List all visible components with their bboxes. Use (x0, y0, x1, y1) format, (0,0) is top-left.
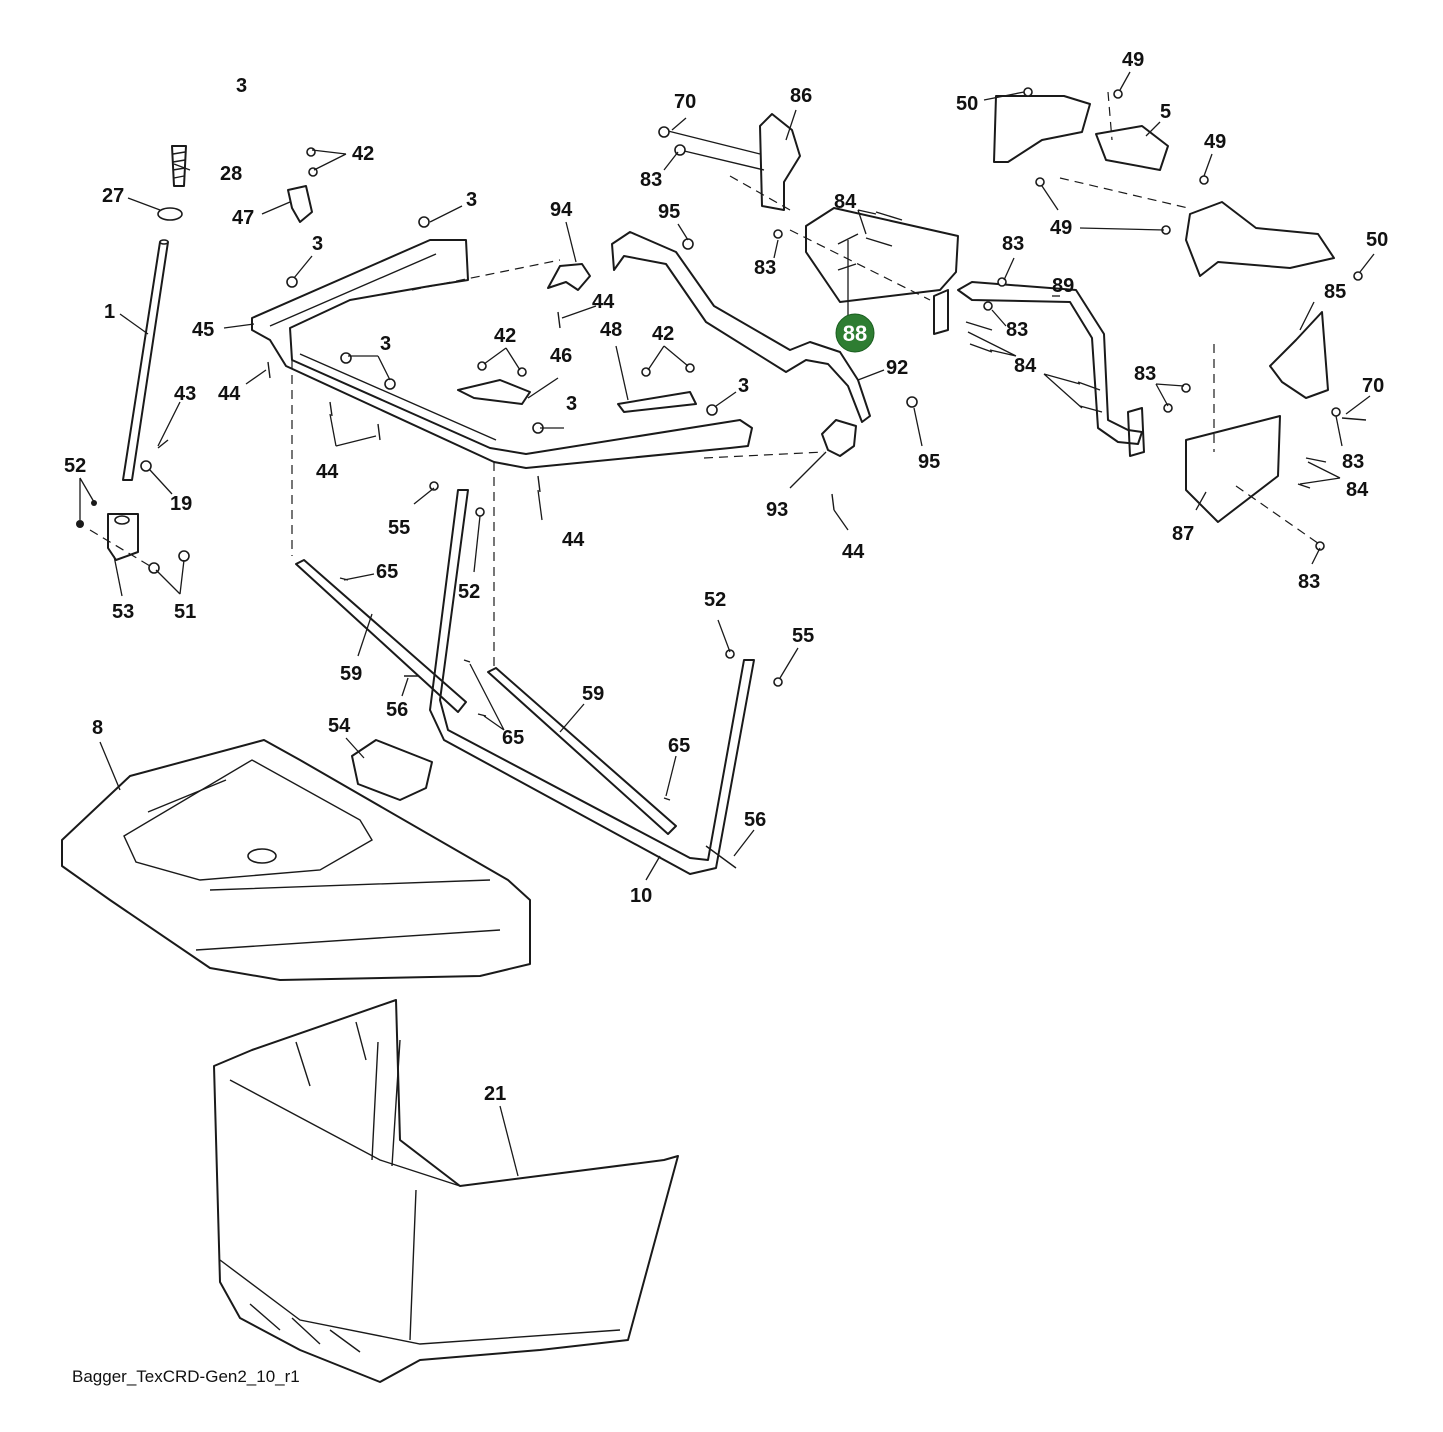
callout-65: 65 (502, 727, 524, 749)
callout-56: 56 (386, 699, 408, 721)
callout-3: 3 (738, 375, 749, 397)
callout-3: 3 (312, 233, 323, 255)
callout-48: 48 (600, 319, 622, 341)
callout-83: 83 (1298, 571, 1320, 593)
callout-42: 42 (494, 325, 516, 347)
callout-49: 49 (1050, 217, 1072, 239)
callout-44: 44 (592, 291, 615, 313)
callout-56: 56 (744, 809, 766, 831)
callout-85: 85 (1324, 281, 1346, 303)
callout-55: 55 (388, 517, 410, 539)
leader-lines (79, 71, 1375, 1177)
callout-3: 3 (466, 189, 477, 211)
callout-27: 27 (102, 185, 124, 207)
callout-43: 43 (174, 383, 196, 405)
callout-44: 44 (562, 529, 585, 551)
callout-3: 3 (380, 333, 391, 355)
callout-42: 42 (352, 143, 374, 165)
callout-45: 45 (192, 319, 214, 341)
callout-87: 87 (1172, 523, 1194, 545)
callout-49: 49 (1122, 49, 1144, 71)
callout-3: 3 (566, 393, 577, 415)
callout-94: 94 (550, 199, 573, 221)
callout-44: 44 (842, 541, 865, 563)
callout-50: 50 (1366, 229, 1388, 251)
callout-83: 83 (1134, 363, 1156, 385)
callout-28: 28 (220, 163, 242, 185)
callout-84: 84 (834, 191, 857, 213)
callout-83: 83 (640, 169, 662, 191)
callout-83: 83 (1006, 319, 1028, 341)
callout-93: 93 (766, 499, 788, 521)
highlight-marker-88[interactable]: 88 (835, 313, 875, 353)
callout-8: 8 (92, 717, 103, 739)
callout-55: 55 (792, 625, 814, 647)
callouts: 1 3 3 3 3 3 3 5 8 10 19 21 27 28 42 42 4… (64, 49, 1388, 1105)
callout-53: 53 (112, 601, 134, 623)
callout-50: 50 (956, 93, 978, 115)
callout-70: 70 (674, 91, 696, 113)
callout-46: 46 (550, 345, 572, 367)
callout-44: 44 (316, 461, 339, 483)
callout-47: 47 (232, 207, 254, 229)
callout-44: 44 (218, 383, 241, 405)
callout-19: 19 (170, 493, 192, 515)
callout-95: 95 (658, 201, 680, 223)
callout-54: 54 (328, 715, 351, 737)
highlight-label: 88 (843, 321, 867, 346)
callout-89: 89 (1052, 275, 1074, 297)
callout-49: 49 (1204, 131, 1226, 153)
callout-42: 42 (652, 323, 674, 345)
callout-70: 70 (1362, 375, 1384, 397)
highlight-circle (835, 313, 875, 353)
callout-5: 5 (1160, 101, 1171, 123)
callout-83: 83 (1342, 451, 1364, 473)
callout-95: 95 (918, 451, 940, 473)
callout-21: 21 (484, 1083, 506, 1105)
callout-51: 51 (174, 601, 196, 623)
callout-83: 83 (754, 257, 776, 279)
callout-59: 59 (582, 683, 604, 705)
callout-65: 65 (376, 561, 398, 583)
callout-83: 83 (1002, 233, 1024, 255)
callout-65: 65 (668, 735, 690, 757)
callout-52: 52 (458, 581, 480, 603)
callout-10: 10 (630, 885, 652, 907)
callout-3: 3 (236, 75, 247, 97)
callout-52: 52 (64, 455, 86, 477)
part-drawings (61, 87, 1367, 1383)
callout-84: 84 (1014, 355, 1037, 377)
callout-92: 92 (886, 357, 908, 379)
callout-1: 1 (104, 301, 115, 323)
assembly-guides (89, 91, 1323, 666)
callout-52: 52 (704, 589, 726, 611)
diagram-caption: Bagger_TexCRD-Gen2_10_r1 (72, 1367, 300, 1386)
callout-84: 84 (1346, 479, 1369, 501)
callout-86: 86 (790, 85, 812, 107)
callout-59: 59 (340, 663, 362, 685)
